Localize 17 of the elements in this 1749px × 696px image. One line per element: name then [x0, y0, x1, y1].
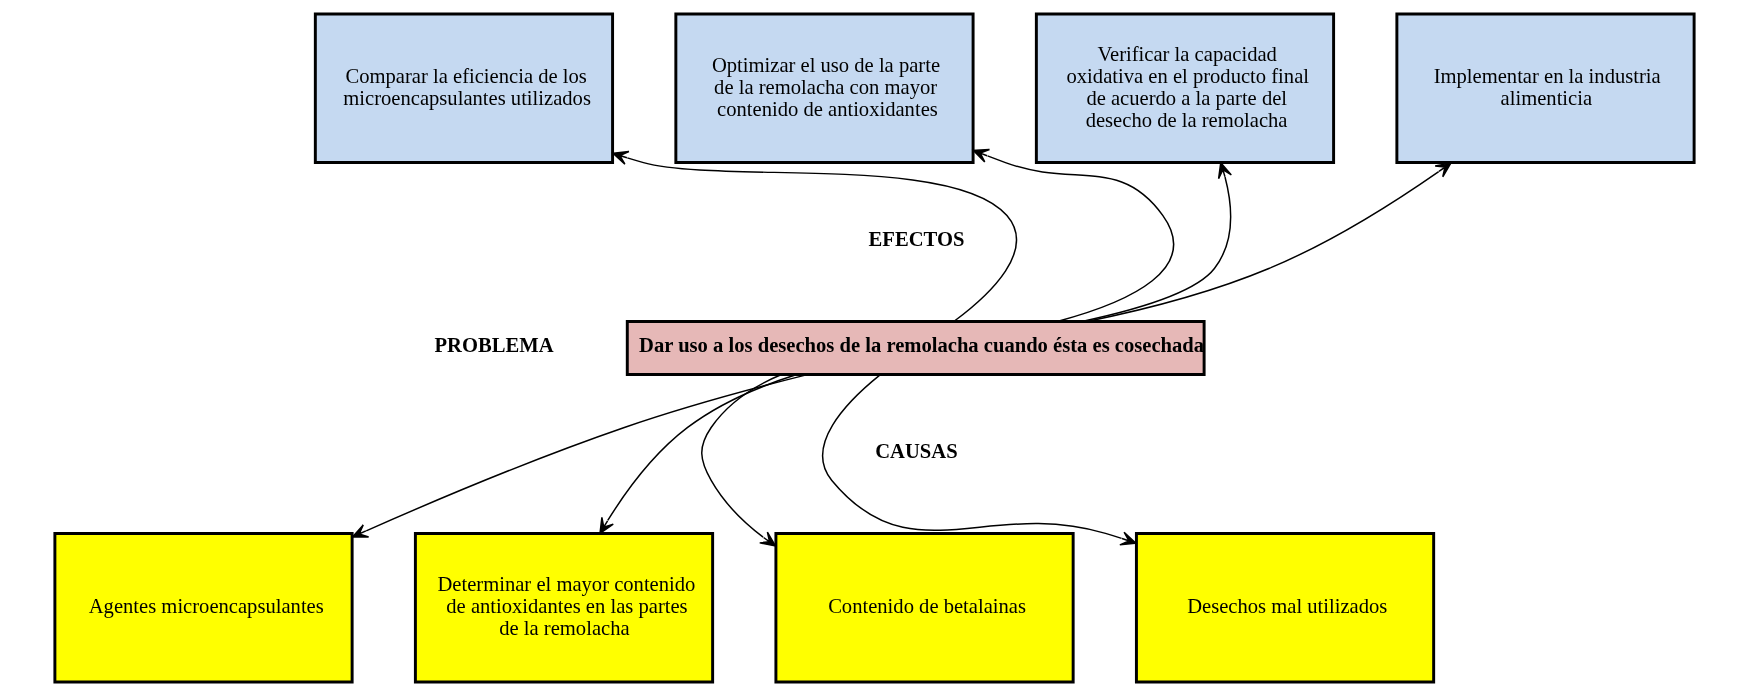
node-box: Contenido de betalainas — [774, 531, 1075, 684]
node-box: Optimizar el uso de la parte de la remolacha con mayor contenido de antioxidantes — [674, 12, 975, 165]
node-box: Agentes microencapsulantes — [53, 531, 354, 684]
arrow — [599, 373, 798, 535]
label: PROBLEMA — [434, 333, 554, 356]
node-box: Determinar el mayor contenido de antioxidantes en las partes de la remolacha — [413, 531, 715, 684]
node-box: Verificar la capacidad oxidativa en el producto final de acuerdo a la parte del desecho de la remolacha — [1034, 12, 1336, 165]
arrow — [701, 373, 783, 547]
node-box: Implementar en la industria alimenticia — [1395, 12, 1696, 165]
arrow — [612, 150, 1018, 322]
node-box: Dar uso a los desechos de la remolacha cuando ésta es cosechada — [625, 320, 1206, 376]
label: EFECTOS — [868, 228, 965, 251]
node-box: Desechos mal utilizados — [1134, 531, 1436, 684]
label: CAUSAS — [875, 439, 958, 462]
node-box: Comparar la eficiencia de los microencapsulantes utilizados — [313, 12, 615, 165]
arrow — [821, 374, 1137, 546]
arrow — [972, 148, 1175, 323]
